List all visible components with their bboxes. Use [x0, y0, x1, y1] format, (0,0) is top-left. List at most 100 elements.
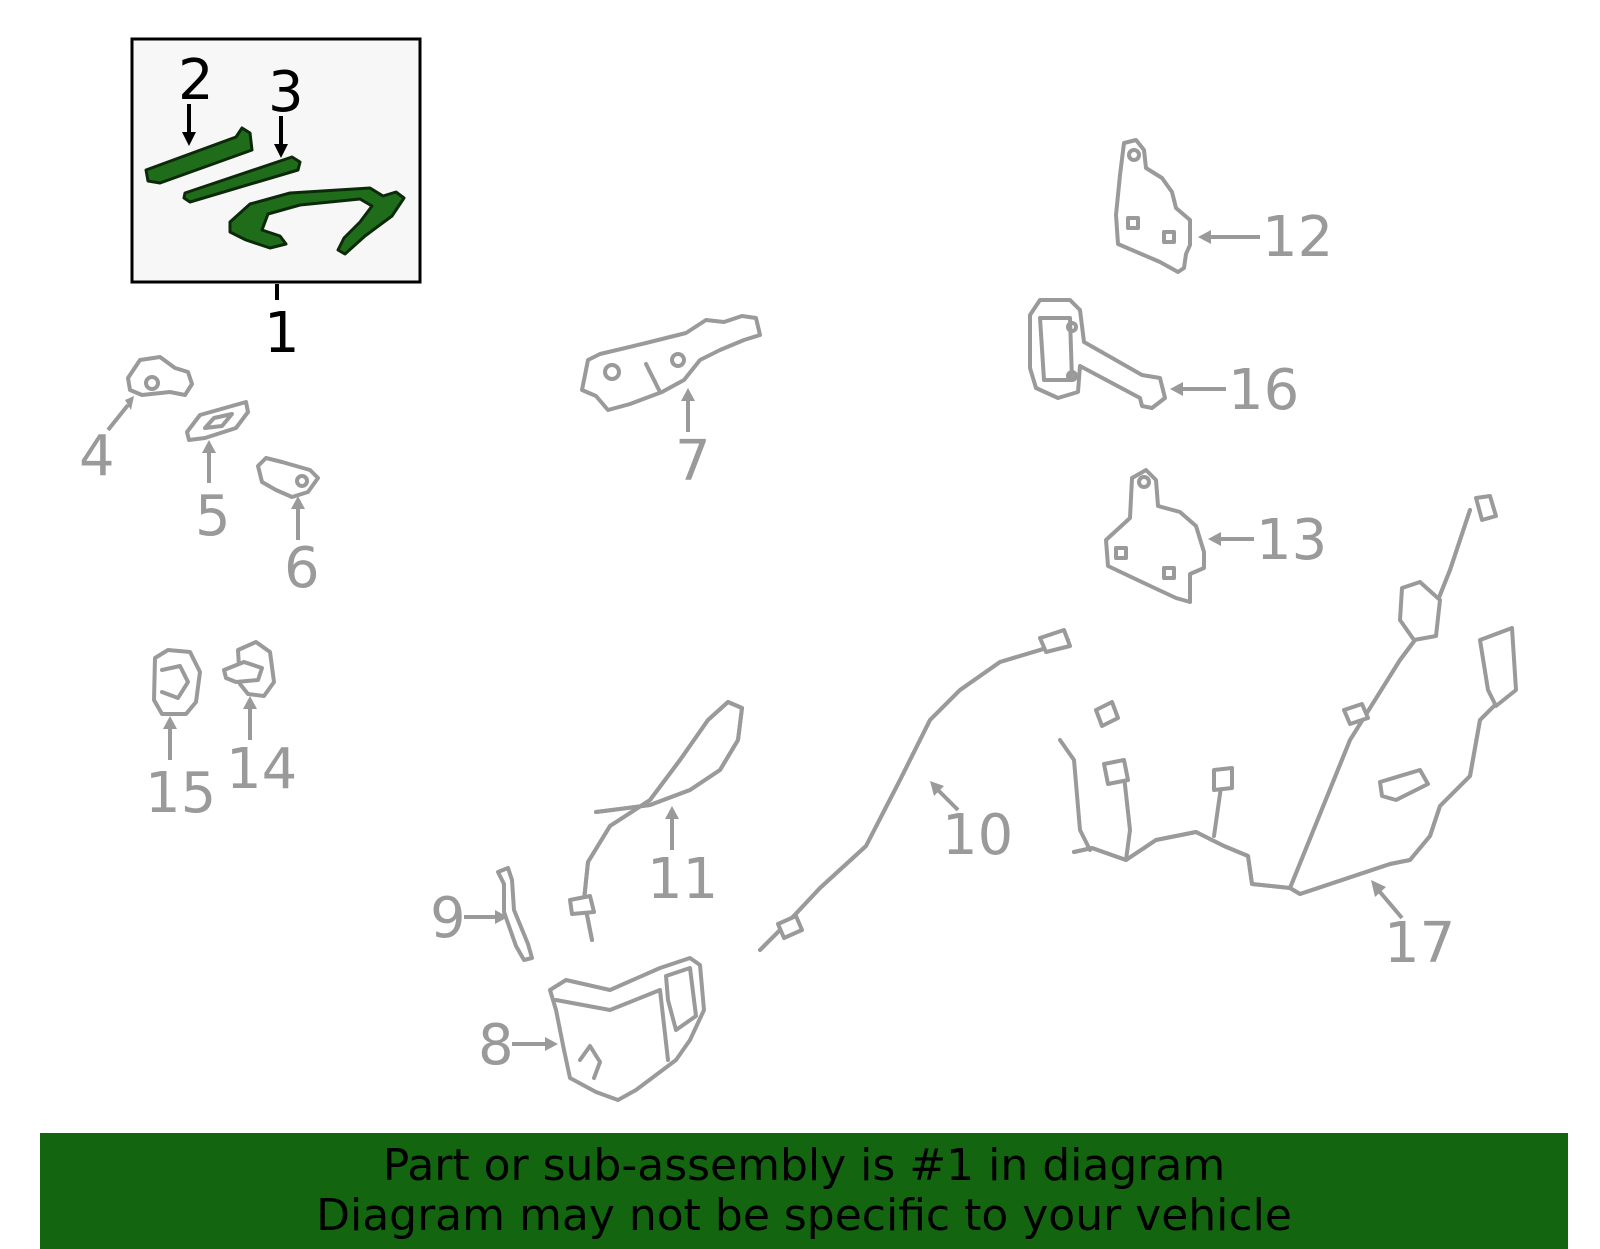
- part-12-group[interactable]: [1114, 138, 1192, 274]
- part-3-strip[interactable]: [182, 155, 302, 204]
- part-10-cable-inner: [758, 638, 1070, 952]
- part-17-connector-b: [1102, 758, 1130, 786]
- callout-6: 6: [284, 536, 320, 601]
- part-6-hole: [295, 474, 309, 488]
- part-11-group[interactable]: [568, 700, 744, 942]
- callout-14: 14: [226, 737, 297, 802]
- part-8-edge: [554, 988, 670, 1062]
- part-7-rib: [644, 362, 662, 394]
- part-17-connector-c: [1212, 766, 1234, 792]
- part-17-connector-d: [1474, 494, 1498, 522]
- part-12-pivot: [1127, 148, 1141, 162]
- arrowhead-17: [1371, 880, 1386, 897]
- part-7-hole-a: [603, 363, 621, 381]
- part-4-cap[interactable]: [126, 355, 194, 397]
- part-10-end-clip: [1038, 628, 1072, 654]
- callout-15: 15: [145, 761, 216, 826]
- callout-12: 12: [1262, 205, 1333, 270]
- part-14-group[interactable]: [222, 640, 276, 698]
- part-12-bolt-a: [1126, 216, 1140, 230]
- info-banner: Part or sub-assembly is #1 in diagram Di…: [40, 1133, 1568, 1249]
- part-13-bolt-a: [1114, 546, 1128, 560]
- part-17-connector-a: [1094, 700, 1120, 728]
- part-11-clip: [568, 894, 596, 916]
- callout-11: 11: [647, 847, 718, 912]
- arrowhead-8: [545, 1037, 558, 1051]
- arrow-4: [106, 403, 130, 432]
- callout-8: 8: [478, 1013, 514, 1078]
- arrow-17: [1378, 890, 1404, 920]
- part-10-start-clip: [776, 914, 804, 940]
- arrowhead-7: [681, 388, 695, 401]
- arrowhead-2: [182, 132, 196, 146]
- arrowhead-6: [291, 496, 305, 509]
- part-16-bolt-a: [1066, 321, 1078, 333]
- part-13-group[interactable]: [1104, 468, 1206, 604]
- part-4-group[interactable]: [126, 355, 194, 397]
- arrowhead-12: [1198, 230, 1211, 244]
- part-5-cutout: [203, 412, 234, 430]
- part-6-group[interactable]: [256, 456, 320, 499]
- callout-3: 3: [268, 60, 304, 125]
- part-1-door-handle[interactable]: [228, 186, 406, 256]
- part-17-lead-b: [1122, 774, 1132, 862]
- part-8-slot: [664, 966, 698, 1032]
- part-7-hole-b: [670, 352, 686, 368]
- callout-10: 10: [942, 803, 1013, 868]
- part-11-cable-inner: [582, 700, 744, 942]
- part-2-handle-cover[interactable]: [144, 126, 254, 185]
- part-15-group[interactable]: [152, 648, 202, 716]
- part-16-group[interactable]: [1028, 298, 1167, 410]
- part-15-striker[interactable]: [152, 648, 202, 716]
- callout-17: 17: [1384, 911, 1455, 976]
- part-17-lead-a: [1058, 738, 1092, 852]
- arrowhead-14: [243, 696, 257, 709]
- arrowhead-3: [274, 144, 288, 158]
- part-5-group[interactable]: [185, 400, 250, 442]
- part-17-grommet: [1398, 580, 1442, 642]
- part-12-hinge[interactable]: [1114, 138, 1192, 274]
- part-13-pivot: [1137, 475, 1151, 489]
- callout-9: 9: [430, 886, 466, 951]
- part-17-connector-e: [1342, 702, 1370, 726]
- part-8-group[interactable]: [548, 956, 706, 1102]
- arrow-10: [936, 788, 960, 812]
- part-17-harness-main-outer[interactable]: [1072, 698, 1502, 896]
- part-13-bolt-b: [1162, 566, 1176, 580]
- part-8-detail: [578, 1044, 602, 1080]
- part-17-group[interactable]: [1058, 494, 1518, 896]
- arrowhead-4: [125, 396, 134, 410]
- part-13-hinge[interactable]: [1104, 468, 1206, 604]
- part-5-gasket[interactable]: [185, 400, 250, 442]
- part-14-pin: [222, 660, 264, 684]
- part-17-bracket: [1478, 626, 1518, 708]
- callout-16: 16: [1228, 358, 1299, 423]
- arrowhead-9: [495, 910, 508, 924]
- part-9-rod[interactable]: [496, 866, 534, 962]
- callout-1: 1: [264, 301, 300, 366]
- part-7-group[interactable]: [580, 314, 762, 412]
- callout-4: 4: [79, 424, 115, 489]
- part-10-group[interactable]: [758, 628, 1072, 952]
- callout-13: 13: [1256, 508, 1327, 573]
- arrowhead-16: [1170, 382, 1183, 396]
- arrowhead-10: [930, 781, 944, 796]
- part-12-bolt-b: [1162, 230, 1176, 244]
- arrowhead-13: [1208, 532, 1221, 546]
- part-17-harness-main-inner: [1072, 698, 1502, 896]
- callout-7: 7: [675, 429, 711, 494]
- arrowhead-11: [665, 806, 679, 819]
- arrowhead-15: [163, 716, 177, 729]
- banner-line-2: Diagram may not be specific to your vehi…: [316, 1190, 1292, 1241]
- part-6-bumper[interactable]: [256, 456, 320, 499]
- assembly-1-group[interactable]: 2 3: [130, 37, 422, 284]
- banner-line-1: Part or sub-assembly is #1 in diagram: [382, 1140, 1226, 1191]
- part-17-clip: [1378, 768, 1430, 802]
- part-16-bolt-b: [1066, 370, 1078, 382]
- callout-5: 5: [195, 484, 231, 549]
- part-4-hole: [144, 375, 160, 391]
- part-15-detail: [160, 664, 190, 700]
- arrowhead-5: [202, 440, 216, 453]
